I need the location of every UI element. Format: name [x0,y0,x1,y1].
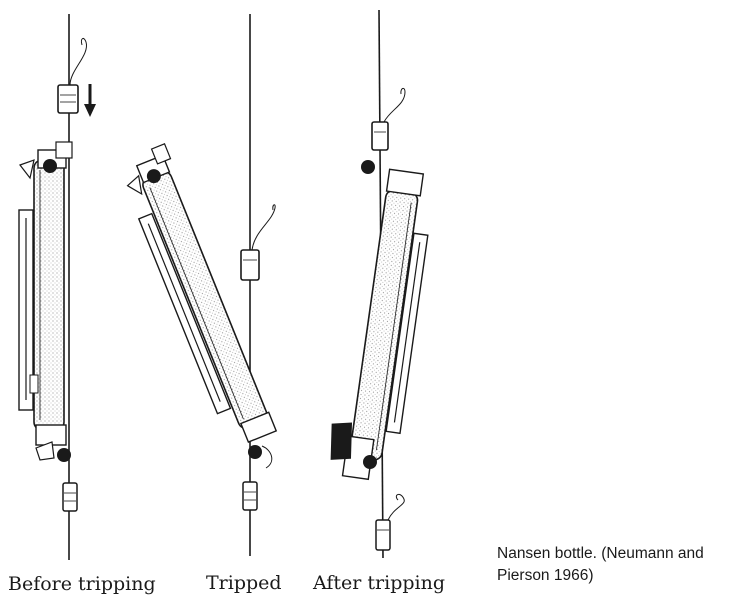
messenger-weight [241,205,275,280]
figure-caption: Nansen bottle. (Neumann and Pierson 1966… [497,543,732,587]
nansen-bottle [116,144,280,449]
messenger-weight [58,38,87,113]
lower-messenger [243,482,257,510]
nansen-bottle [19,142,72,462]
panel-after-tripping [325,10,436,558]
label-before-tripping: Before tripping [8,573,156,595]
label-after-tripping: After tripping [313,572,445,594]
messenger-weight [372,88,405,150]
caption-line-2: Pierson 1966) [497,565,732,587]
panel-tripped [116,14,280,556]
label-tripped: Tripped [206,572,282,594]
caption-line-1: Nansen bottle. (Neumann and [497,543,732,565]
lower-messenger [63,483,77,511]
down-arrow-icon [84,84,96,117]
panel-before-tripping [19,14,96,560]
lower-messenger [376,494,404,550]
